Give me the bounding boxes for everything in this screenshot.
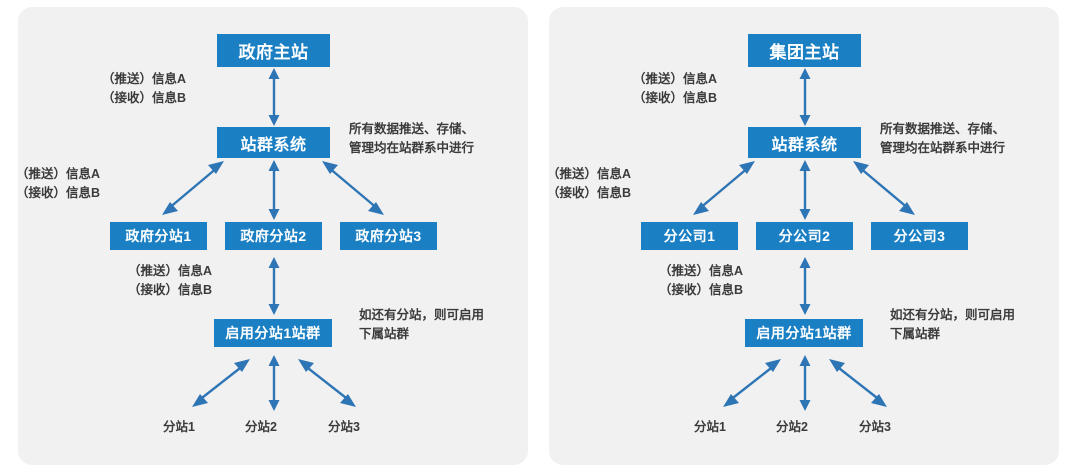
note-line: （接收）信息B xyxy=(128,283,213,297)
node-branch-company-3[interactable]: 分公司3 xyxy=(871,222,968,250)
note-line: （推送）信息A xyxy=(128,264,213,278)
node-branch-company-2[interactable]: 分公司2 xyxy=(756,222,853,250)
node-sub-site-3[interactable]: 政府分站3 xyxy=(340,222,437,250)
node-sub-site-1[interactable]: 政府分站1 xyxy=(110,222,207,250)
arrow-main-to-system xyxy=(799,68,811,126)
note-line: （推送）信息A xyxy=(659,264,744,278)
node-enable-subsite-cluster[interactable]: 启用分站1站群 xyxy=(745,319,863,347)
note-push-receive-top: （推送）信息A （接收）信息B xyxy=(102,70,186,108)
note-data-handling: 所有数据推送、存储、 管理均在站群系中进行 xyxy=(880,120,1005,158)
note-line: 如还有分站，则可启用 xyxy=(890,308,1016,322)
arrow-group-to-leaf-1 xyxy=(723,359,781,407)
arrow-system-to-branch-1 xyxy=(693,161,755,215)
note-line: （推送）信息A xyxy=(547,167,632,181)
leaf-label-1: 分站1 xyxy=(163,420,195,434)
leaf-label-3: 分站3 xyxy=(859,420,891,434)
note-line: 下属站群 xyxy=(359,327,410,341)
note-push-receive-middle: （推送）信息A （接收）信息B xyxy=(16,165,100,203)
arrow-group-to-leaf-1 xyxy=(192,359,250,407)
note-line: 管理均在站群系中进行 xyxy=(880,141,1006,155)
arrow-group-to-leaf-3 xyxy=(298,359,356,407)
arrow-group-to-leaf-2 xyxy=(799,355,811,411)
note-line: （接收）信息B xyxy=(547,186,632,200)
note-line: 管理均在站群系中进行 xyxy=(349,141,475,155)
arrow-group-to-leaf-2 xyxy=(268,355,280,411)
arrow-system-to-subsite-2 xyxy=(268,160,280,220)
node-main-site[interactable]: 政府主站 xyxy=(217,34,330,67)
node-sub-site-2[interactable]: 政府分站2 xyxy=(225,222,322,250)
arrow-main-to-system xyxy=(268,68,280,126)
arrow-subsite-2-to-group xyxy=(268,257,280,315)
note-line: （接收）信息B xyxy=(102,91,187,105)
note-line: （接收）信息B xyxy=(16,186,101,200)
note-more-subsites: 如还有分站，则可启用 下属站群 xyxy=(890,306,1015,344)
diagram-panel-government: 政府主站 站群系统 政府分站1 政府分站2 政府分站3 启用分站1站群 xyxy=(16,7,528,465)
arrow-system-to-branch-2 xyxy=(799,160,811,220)
node-site-cluster-system[interactable]: 站群系统 xyxy=(217,127,330,158)
leaf-label-3: 分站3 xyxy=(328,420,360,434)
node-enable-subsite-cluster[interactable]: 启用分站1站群 xyxy=(214,319,332,347)
note-line: （推送）信息A xyxy=(633,72,718,86)
node-site-cluster-system[interactable]: 站群系统 xyxy=(748,127,861,158)
node-branch-company-1[interactable]: 分公司1 xyxy=(641,222,738,250)
note-push-receive-lower: （推送）信息A （接收）信息B xyxy=(659,262,743,300)
arrow-system-to-subsite-3 xyxy=(322,161,384,215)
note-data-handling: 所有数据推送、存储、 管理均在站群系中进行 xyxy=(349,120,474,158)
note-push-receive-lower: （推送）信息A （接收）信息B xyxy=(128,262,212,300)
arrow-group-to-leaf-3 xyxy=(829,359,887,407)
arrow-system-to-subsite-1 xyxy=(162,161,224,215)
node-main-site[interactable]: 集团主站 xyxy=(748,34,861,67)
note-line: （接收）信息B xyxy=(633,91,718,105)
note-more-subsites: 如还有分站，则可启用 下属站群 xyxy=(359,306,484,344)
note-push-receive-middle: （推送）信息A （接收）信息B xyxy=(547,165,631,203)
leaf-label-1: 分站1 xyxy=(694,420,726,434)
note-line: （推送）信息A xyxy=(102,72,187,86)
arrow-branch-2-to-group xyxy=(799,257,811,315)
diagram-panel-group-company: 集团主站 站群系统 分公司1 分公司2 分公司3 启用分站1站群 xyxy=(547,7,1059,465)
note-line: 如还有分站，则可启用 xyxy=(359,308,485,322)
note-line: 下属站群 xyxy=(890,327,941,341)
note-line: 所有数据推送、存储、 xyxy=(880,122,1006,136)
note-push-receive-top: （推送）信息A （接收）信息B xyxy=(633,70,717,108)
note-line: （推送）信息A xyxy=(16,167,101,181)
note-line: （接收）信息B xyxy=(659,283,744,297)
arrow-system-to-branch-3 xyxy=(853,161,915,215)
leaf-label-2: 分站2 xyxy=(245,420,277,434)
leaf-label-2: 分站2 xyxy=(776,420,808,434)
note-line: 所有数据推送、存储、 xyxy=(349,122,475,136)
